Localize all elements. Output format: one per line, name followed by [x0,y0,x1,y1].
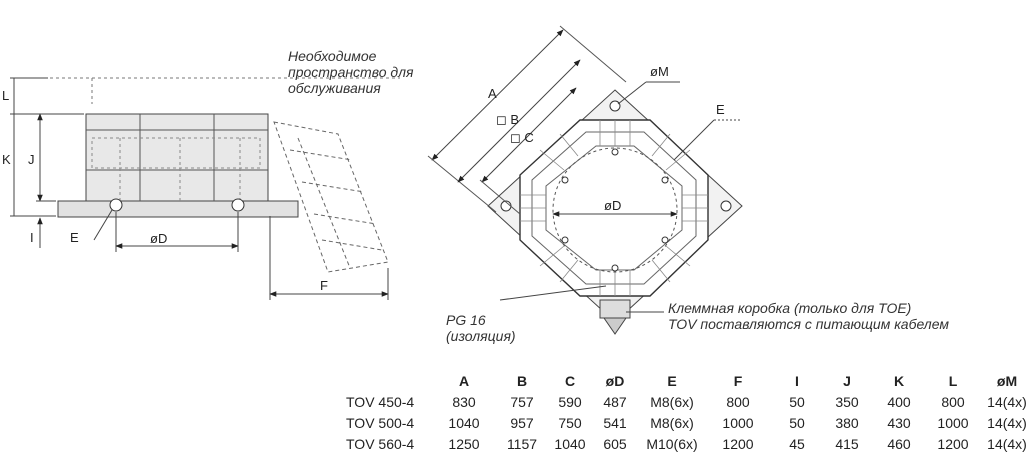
pg16-note: PG 16 (изоляция) [446,312,516,344]
bolt-right [231,198,245,212]
header-B: B [516,373,528,389]
cell-A: 830 [452,393,476,410]
cell-K: 400 [887,393,911,410]
cell-I: 45 [789,435,805,452]
service-space-line-1: Необходимое [288,48,377,64]
header-D: øD [605,373,625,389]
dim-label-J: J [28,152,35,167]
dim-label-M: øM [650,64,669,79]
dim-label-D-top: øD [604,198,621,213]
terminal-box-line-2: TOV поставляются с питающим кабелем [668,316,949,332]
cell-D: 541 [603,414,627,431]
technical-drawing: L K J I E øD F [2,25,743,335]
terminal-box-line-1: Клеммная коробка (только для TOE) [668,300,912,316]
header-J: J [843,373,851,389]
cell-L: 1200 [937,435,969,452]
cell-B: 757 [510,393,534,410]
table-row: TOV 560-4 1250 1157 1040 605 M10(6x) 120… [346,433,1034,454]
tilted-housing [273,121,389,273]
service-space-note: Необходимое пространство для обслуживани… [288,48,414,96]
top-view [427,25,743,335]
header-model [346,371,434,391]
dim-label-A: A [488,86,497,101]
cell-L: 1000 [937,414,969,431]
fan-housing [85,113,269,202]
cell-A: 1250 [448,435,480,452]
cell-model: TOV 500-4 [346,414,415,431]
cell-C: 1040 [554,435,586,452]
dim-label-K: K [2,152,11,167]
cell-E: M10(6x) [646,435,698,452]
dim-label-B: ◻ B [496,112,519,127]
header-C: C [564,373,576,389]
cell-D: 487 [603,393,627,410]
dim-label-L: L [2,88,9,103]
cell-model: TOV 560-4 [346,435,415,452]
cell-I: 50 [789,414,805,431]
terminal-box-note: Клеммная коробка (только для TOE) TOV по… [668,300,949,332]
cell-F: 800 [726,393,750,410]
base-plate [57,200,299,218]
bolt-left [109,198,123,212]
table-header-row: A B C øD E F I J K L øM [346,371,1034,391]
cell-model: TOV 450-4 [346,393,415,410]
dim-label-E-top: E [716,102,725,117]
header-M: øM [996,373,1018,389]
header-L: L [948,373,958,389]
cell-F: 1000 [722,414,754,431]
pg16-line-1: PG 16 [446,312,486,328]
cell-M: 14(4x) [987,435,1027,452]
cell-E: M8(6x) [650,393,694,410]
side-view [10,77,400,300]
dim-label-I: I [30,230,34,245]
service-space-line-2: пространство для [288,64,414,80]
dimensions-table: A B C øD E F I J K L øM TOV 450-4 830 75… [346,371,1034,454]
cell-F: 1200 [722,435,754,452]
cell-K: 430 [887,414,911,431]
header-E: E [667,373,677,389]
header-K: K [893,373,905,389]
cell-I: 50 [789,393,805,410]
header-A: A [458,373,470,389]
cell-K: 460 [887,435,911,452]
service-space-line-3: обслуживания [288,80,381,96]
cell-B: 957 [510,414,534,431]
cell-M: 14(4x) [987,414,1027,431]
header-I: I [795,373,799,389]
dim-label-C: ◻ C [510,130,534,145]
dim-label-E-side: E [70,230,79,245]
cell-E: M8(6x) [650,414,694,431]
cell-M: 14(4x) [987,393,1027,410]
cell-L: 800 [941,393,965,410]
cell-J: 415 [835,435,859,452]
terminal-box [599,299,631,319]
bolt-circle [552,147,678,273]
cell-J: 350 [835,393,859,410]
cell-J: 380 [835,414,859,431]
dim-label-F: F [320,278,328,293]
table-row: TOV 450-4 830 757 590 487 M8(6x) 800 50 … [346,391,1034,412]
dim-label-D-side: øD [150,231,167,246]
table-row: TOV 500-4 1040 957 750 541 M8(6x) 1000 5… [346,412,1034,433]
cell-D: 605 [603,435,627,452]
cell-A: 1040 [448,414,480,431]
header-F: F [733,373,743,389]
cell-C: 750 [558,414,582,431]
cell-C: 590 [558,393,582,410]
cell-B: 1157 [506,435,538,452]
pg16-line-2: (изоляция) [446,328,516,344]
